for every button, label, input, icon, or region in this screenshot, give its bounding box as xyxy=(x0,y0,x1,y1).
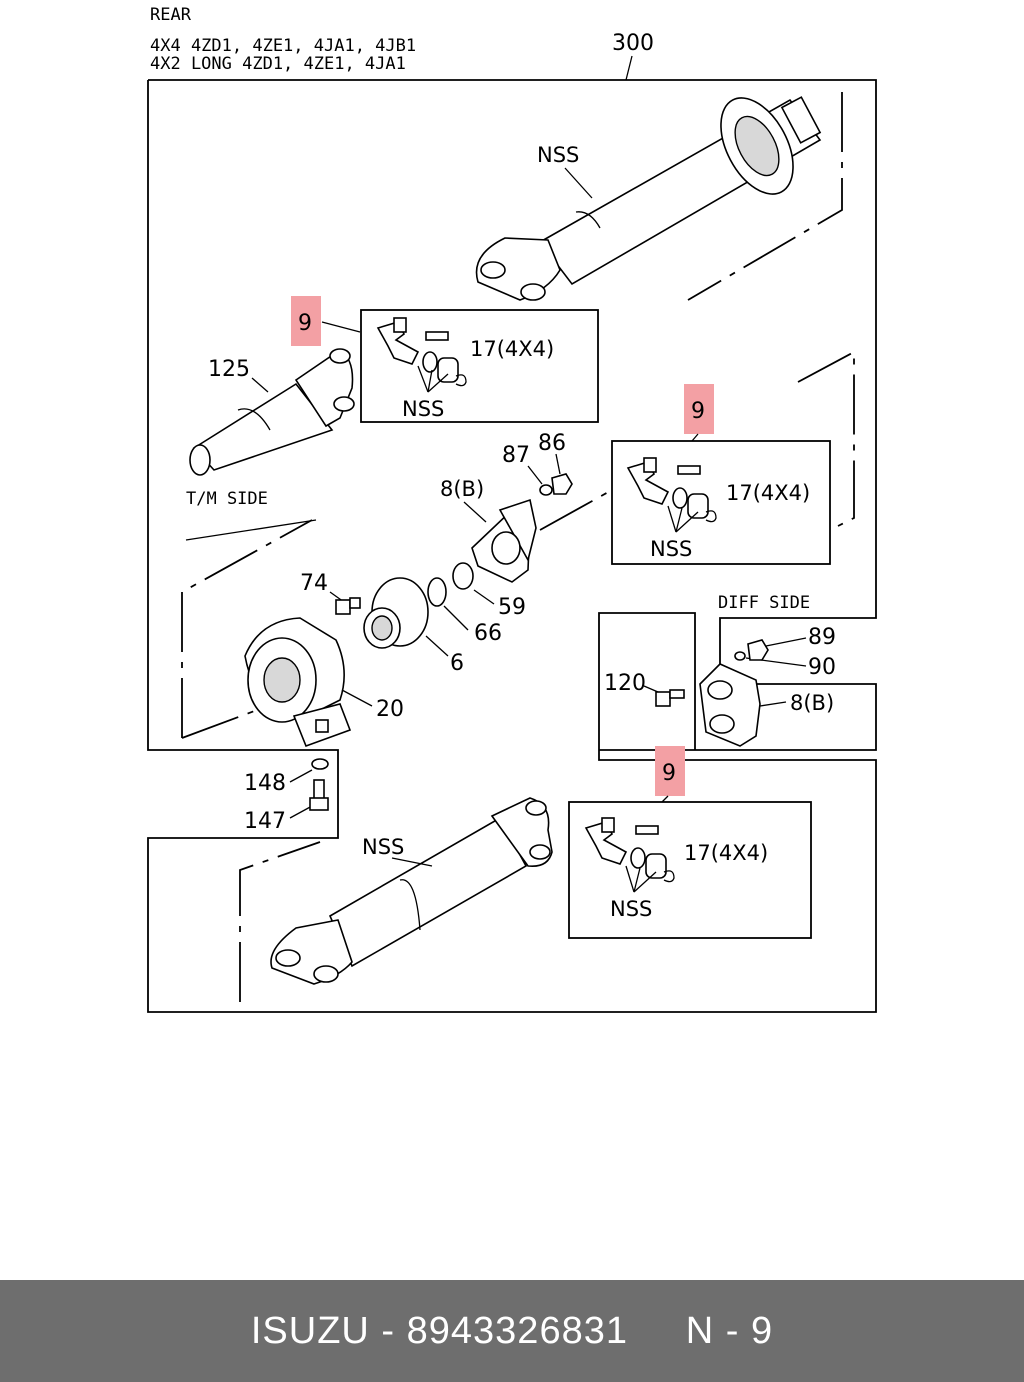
label-9-kit3: 9 xyxy=(662,761,676,786)
highlight-9-kit3 xyxy=(655,746,685,796)
washer-87 xyxy=(539,484,553,496)
washer-148 xyxy=(311,758,329,770)
label-74: 74 xyxy=(300,571,328,596)
bolt-147 xyxy=(309,779,329,811)
label-59: 59 xyxy=(498,595,526,620)
label-125: 125 xyxy=(208,357,250,382)
footer-brand: ISUZU xyxy=(250,1309,370,1352)
bolt-120 xyxy=(655,689,685,707)
label-17-kit1: 17(4X4) xyxy=(470,337,554,361)
footer-bar: ISUZU - 8943326831 N - 9 xyxy=(0,1280,1024,1382)
label-tm-side: T/M SIDE xyxy=(186,489,268,509)
label-nss-kit3: NSS xyxy=(610,897,652,921)
label-9-kit2: 9 xyxy=(691,399,705,424)
front-yoke-125 xyxy=(185,348,355,541)
washer-90 xyxy=(734,651,746,661)
label-147: 147 xyxy=(244,809,286,834)
label-nss-top: NSS xyxy=(537,143,579,167)
label-90: 90 xyxy=(808,655,836,680)
label-diff-side: DIFF SIDE xyxy=(718,593,810,613)
label-9-kit1: 9 xyxy=(298,311,312,336)
label-6: 6 xyxy=(450,651,464,676)
label-8b-right: 8(B) xyxy=(790,691,834,715)
label-nss-kit1: NSS xyxy=(402,397,444,421)
footer-separator: - xyxy=(369,1309,407,1352)
label-nss-bottom: NSS xyxy=(362,835,404,859)
label-17-kit3: 17(4X4) xyxy=(684,841,768,865)
label-17-kit2: 17(4X4) xyxy=(726,481,810,505)
label-nss-kit2: NSS xyxy=(650,537,692,561)
label-87: 87 xyxy=(502,443,530,468)
footer-gap xyxy=(628,1310,686,1353)
parts-diagram: REAR 4X4 4ZD1, 4ZE1, 4JA1, 4JB1 4X2 LONG… xyxy=(147,5,877,1013)
nut-89 xyxy=(747,639,769,661)
label-8b-top: 8(B) xyxy=(440,477,484,501)
top-propeller-shaft xyxy=(475,92,843,301)
highlight-9-kit2 xyxy=(684,384,714,434)
bushing-59 xyxy=(452,562,474,590)
universal-joint-kit-3 xyxy=(568,801,812,939)
flange-yoke-8b-diff xyxy=(699,663,761,747)
bolt-74 xyxy=(335,597,361,615)
footer-part-number: 8943326831 xyxy=(406,1309,628,1352)
header-engine-4x4: 4X4 4ZD1, 4ZE1, 4JA1, 4JB1 xyxy=(150,36,416,56)
footer-page-ref: N - 9 xyxy=(685,1309,774,1352)
companion-flange-6 xyxy=(363,577,429,649)
label-300: 300 xyxy=(612,31,654,56)
nut-86 xyxy=(551,473,573,495)
ring-66 xyxy=(427,577,447,607)
header-rear: REAR xyxy=(150,5,192,25)
bottom-propeller-shaft xyxy=(239,797,553,1002)
center-bearing-20 xyxy=(244,617,352,748)
label-148: 148 xyxy=(244,771,286,796)
frame-outline xyxy=(147,79,877,1013)
universal-joint-kit-1 xyxy=(360,309,599,423)
flange-yoke-8b xyxy=(471,498,537,583)
label-120: 120 xyxy=(604,671,646,696)
universal-joint-kit-2 xyxy=(611,440,831,565)
label-20: 20 xyxy=(376,697,404,722)
label-66: 66 xyxy=(474,621,502,646)
header-engine-4x2: 4X2 LONG 4ZD1, 4ZE1, 4JA1 xyxy=(150,54,406,74)
label-89: 89 xyxy=(808,625,836,650)
highlight-9-kit1 xyxy=(291,296,321,346)
label-86: 86 xyxy=(538,431,566,456)
